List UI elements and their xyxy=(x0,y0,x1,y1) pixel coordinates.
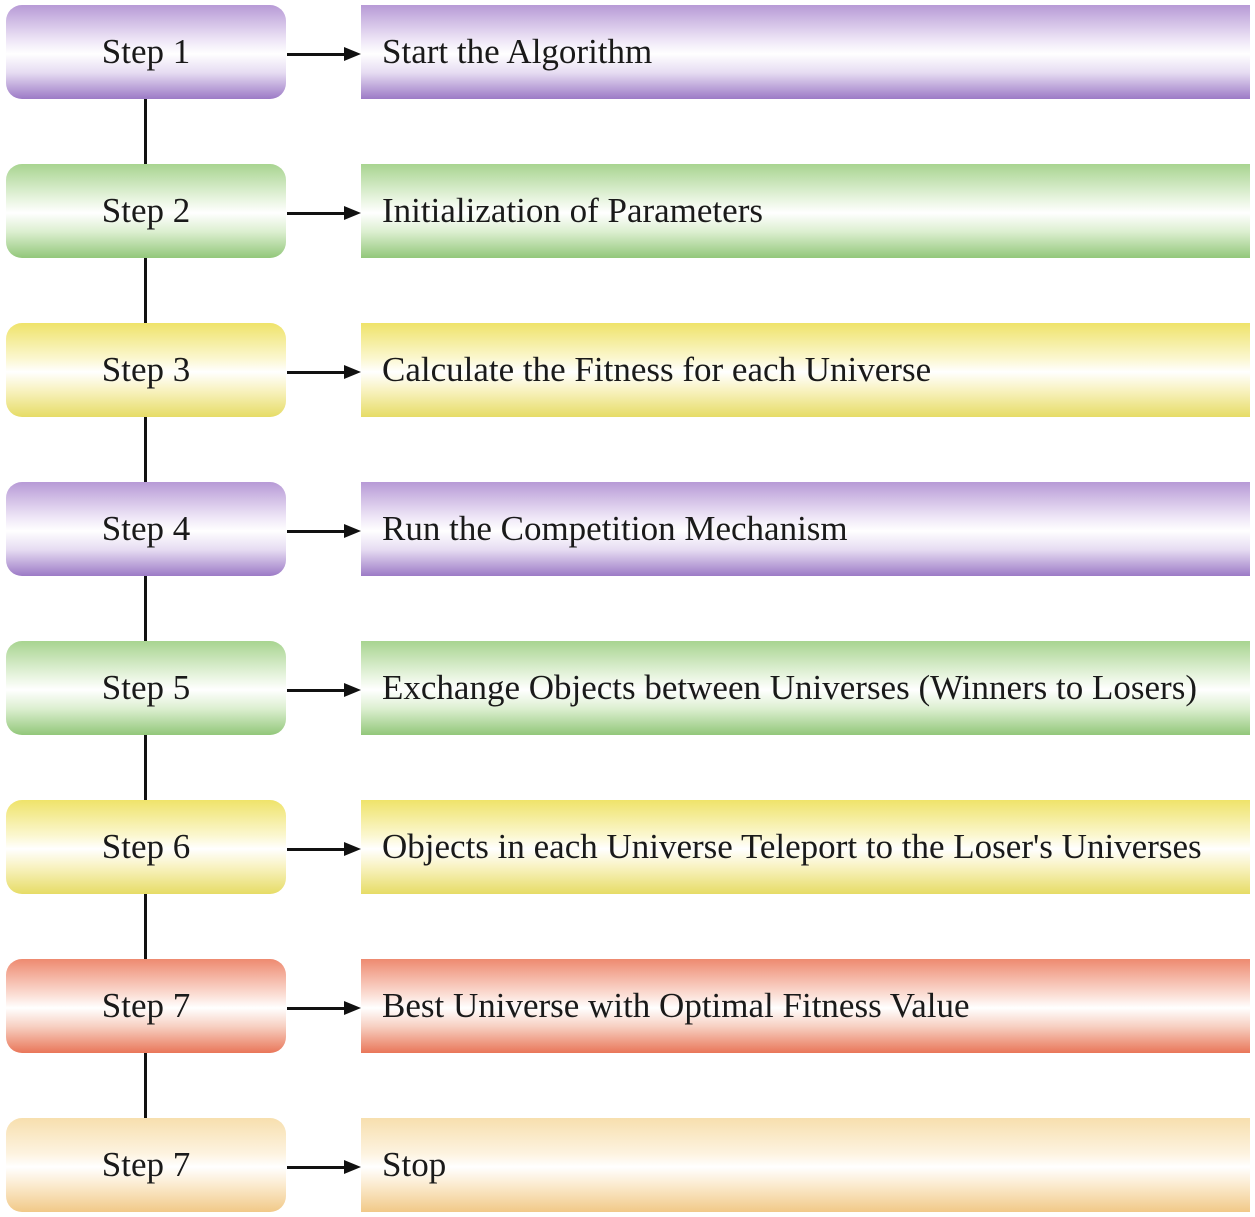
connector-line xyxy=(144,893,147,959)
step-box: Step 7 xyxy=(6,1118,286,1212)
connector-line xyxy=(144,98,147,164)
step-description: Run the Competition Mechanism xyxy=(361,482,1250,576)
right-arrow-icon xyxy=(287,683,361,697)
step-box: Step 1 xyxy=(6,5,286,99)
connector-line xyxy=(144,416,147,482)
right-arrow-icon xyxy=(287,1160,361,1174)
right-arrow-icon xyxy=(287,524,361,538)
right-arrow-icon xyxy=(287,365,361,379)
step-row-3: Step 3 Calculate the Fitness for each Un… xyxy=(0,323,1255,419)
step-box: Step 3 xyxy=(6,323,286,417)
step-box: Step 6 xyxy=(6,800,286,894)
right-arrow-icon xyxy=(287,47,361,61)
step-row-5: Step 5 Exchange Objects between Universe… xyxy=(0,641,1255,737)
step-description: Objects in each Universe Teleport to the… xyxy=(361,800,1250,894)
right-arrow-icon xyxy=(287,1001,361,1015)
step-row-6: Step 6 Objects in each Universe Teleport… xyxy=(0,800,1255,896)
connector-line xyxy=(144,257,147,323)
step-box: Step 4 xyxy=(6,482,286,576)
step-row-8: Step 7 Stop xyxy=(0,1118,1255,1214)
step-description: Best Universe with Optimal Fitness Value xyxy=(361,959,1250,1053)
step-box: Step 7 xyxy=(6,959,286,1053)
step-description: Calculate the Fitness for each Universe xyxy=(361,323,1250,417)
step-row-7: Step 7 Best Universe with Optimal Fitnes… xyxy=(0,959,1255,1055)
step-description: Start the Algorithm xyxy=(361,5,1250,99)
step-description: Stop xyxy=(361,1118,1250,1212)
right-arrow-icon xyxy=(287,842,361,856)
connector-line xyxy=(144,734,147,800)
right-arrow-icon xyxy=(287,206,361,220)
step-row-1: Step 1 Start the Algorithm xyxy=(0,5,1255,101)
step-row-2: Step 2 Initialization of Parameters xyxy=(0,164,1255,260)
connector-line xyxy=(144,1052,147,1118)
step-description: Exchange Objects between Universes (Winn… xyxy=(361,641,1250,735)
step-description: Initialization of Parameters xyxy=(361,164,1250,258)
step-row-4: Step 4 Run the Competition Mechanism xyxy=(0,482,1255,578)
step-box: Step 2 xyxy=(6,164,286,258)
step-box: Step 5 xyxy=(6,641,286,735)
connector-line xyxy=(144,575,147,641)
